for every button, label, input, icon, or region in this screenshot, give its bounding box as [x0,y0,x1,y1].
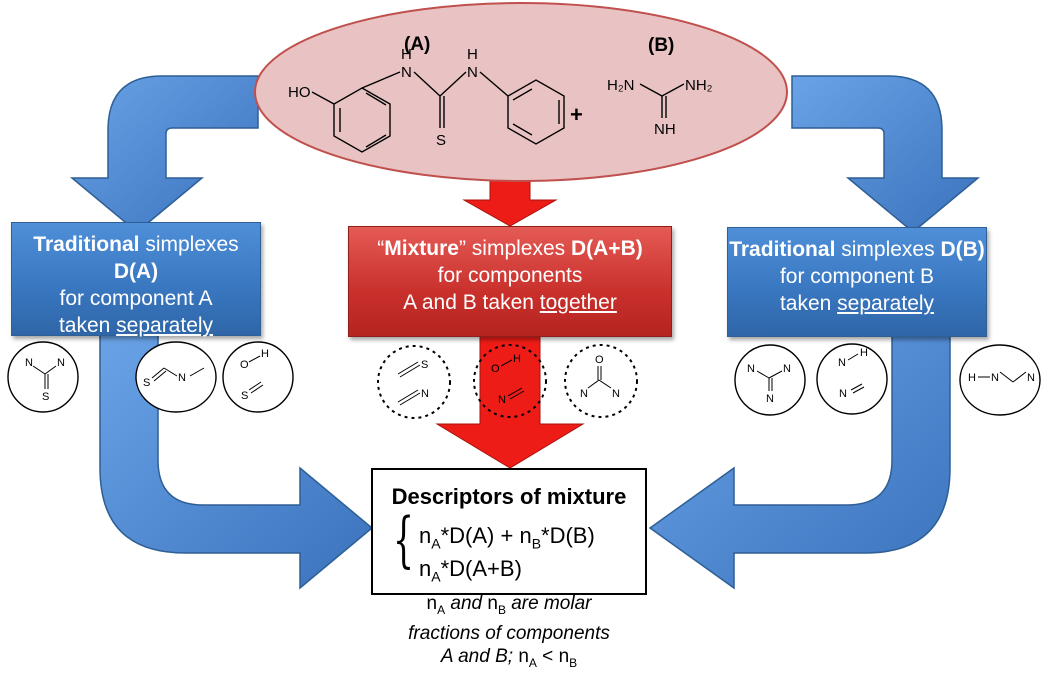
molecule-a-atoms: HO H N H N S [288,46,478,149]
svg-text:NH: NH [654,121,676,138]
svg-text:H: H [968,372,976,384]
fragment-l2: S N [135,341,217,413]
molecule-a [311,71,565,153]
svg-text:N: N [991,372,999,384]
svg-text:H: H [467,46,478,63]
fragment-l1: N N S [7,341,79,413]
fragment-m1: S N [377,345,451,419]
svg-text:S: S [421,359,428,371]
bottom-right-curved-arrow [648,329,951,590]
svg-text:N: N [25,357,33,369]
molecule-b-atoms: H₂N NH₂ NH [607,77,713,138]
traditional-label-a: Traditional [33,233,140,256]
middle-red-arrow [435,335,585,469]
fragment-m2: O H N [473,344,547,418]
svg-text:N: N [1027,372,1035,384]
traditional-box-a: Traditional simplexes D(A) for component… [11,222,261,337]
fragment-m3: O N N [564,344,638,418]
svg-text:NH₂: NH₂ [685,77,713,94]
svg-text:N: N [421,388,429,400]
bottom-left-curved-arrow [99,329,374,590]
svg-text:O: O [240,359,249,371]
svg-text:N: N [766,393,774,405]
molar-fraction-note: nA and nB are molar fractions of compone… [408,593,610,670]
traditional-box-b: Traditional simplexes D(B) for component… [727,227,987,337]
svg-text:S: S [143,377,150,389]
fragment-r3: H N N [959,344,1041,416]
svg-text:N: N [467,64,478,81]
top-left-curved-arrow [69,75,259,233]
fragment-r1: N N N [734,344,806,416]
svg-text:N: N [401,64,412,81]
fragment-r2: N H N [816,343,888,415]
label-a: (A) [404,34,430,55]
svg-text:O: O [491,363,500,375]
formula-2: nA*D(A+B) [419,556,522,585]
top-right-curved-arrow [791,75,981,233]
svg-text:N: N [783,363,791,375]
svg-text:H: H [261,348,269,360]
descriptors-title: Descriptors of mixture [391,484,627,509]
svg-text:S: S [241,390,248,402]
svg-text:N: N [580,388,588,400]
label-b: (B) [648,35,674,56]
mixture-label: Mixture [384,237,459,260]
traditional-label-b: Traditional [729,238,836,261]
plus-sign: + [570,102,583,127]
brace: { [393,505,415,575]
svg-text:N: N [498,394,506,406]
svg-text:S: S [42,391,49,403]
descriptors-box: Descriptors of mixture { nA*D(A) + nB*D(… [371,468,647,595]
svg-text:O: O [595,354,604,366]
svg-text:H: H [860,347,868,359]
molecule-b [639,83,685,118]
svg-text:H: H [401,46,412,63]
svg-text:HO: HO [288,84,311,101]
svg-text:N: N [612,388,620,400]
mixture-box: “Mixture” simplexes D(A+B) for component… [348,226,672,337]
svg-text:N: N [839,388,847,400]
descriptor-dab: D(A+B) [570,237,643,260]
svg-text:N: N [838,357,846,369]
fragment-l3: O H S [222,341,294,413]
svg-text:H₂N: H₂N [607,77,635,94]
formula-1: nA*D(A) + nB*D(B) [419,523,595,552]
descriptor-da: D(A) [113,260,159,283]
descriptor-db: D(B) [940,238,985,261]
svg-text:H: H [513,353,521,365]
top-red-arrow [462,179,558,227]
svg-text:N: N [747,363,755,375]
svg-text:N: N [57,357,65,369]
svg-text:N: N [178,372,186,384]
svg-text:S: S [436,132,446,149]
